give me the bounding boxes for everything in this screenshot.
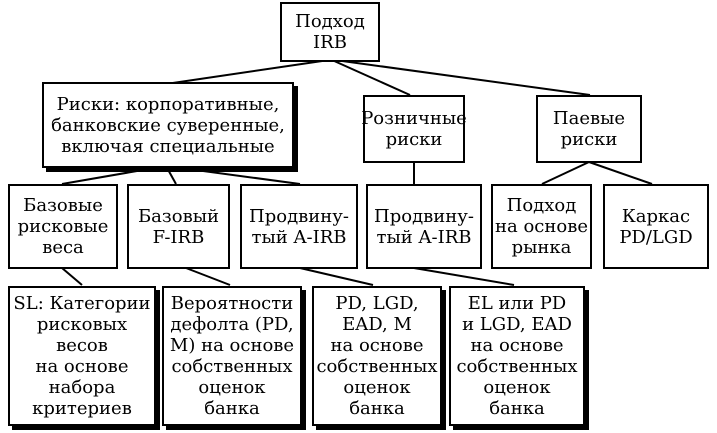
node-corporate-risks: Риски: корпоративные, банковские суверен…: [42, 82, 294, 168]
connector-root-equity: [334, 59, 591, 96]
connector-airb-retail-el: [413, 267, 515, 286]
node-el-pd-lgd-ead-estimates: EL или PD и LGD, EAD на основе собственн…: [449, 286, 585, 426]
connector-corporate-airb: [165, 165, 301, 185]
node-pd-m-estimates: Вероятности дефолта (PD, М) на основе со…: [162, 286, 302, 426]
node-pd-lgd-framework: Каркас PD/LGD: [603, 184, 709, 269]
connector-root-retail: [331, 59, 411, 96]
connector-corporate-basic-weights: [61, 165, 167, 185]
connector-root-corporate: [165, 59, 330, 85]
node-advanced-airb-retail: Продвину- тый A-IRB: [366, 184, 482, 269]
connector-basic-weights-sl: [61, 267, 83, 286]
node-basic-risk-weights: Базовые рисковые веса: [8, 184, 118, 269]
connector-equity-pd-lgd: [588, 161, 653, 185]
node-root-irb: Подход IRB: [280, 2, 380, 62]
connector-corporate-firb: [165, 165, 177, 185]
node-sl-categories: SL: Категории рисковых весов на основе н…: [8, 286, 156, 426]
connector-airb-corp-pd-lgd-ead-m: [299, 267, 374, 286]
node-equity-risks: Паевые риски: [536, 95, 642, 163]
node-basic-firb: Базовый F-IRB: [127, 184, 230, 269]
node-market-approach: Подход на основе рынка: [491, 184, 592, 269]
connector-firb-pd-m: [185, 267, 231, 286]
node-retail-risks: Розничные риски: [361, 95, 467, 163]
connector-equity-market: [541, 161, 590, 185]
node-pd-lgd-ead-m-estimates: PD, LGD, EAD, М на основе собственных оц…: [312, 286, 442, 426]
node-advanced-airb-corporate: Продвину- тый A-IRB: [240, 184, 358, 269]
